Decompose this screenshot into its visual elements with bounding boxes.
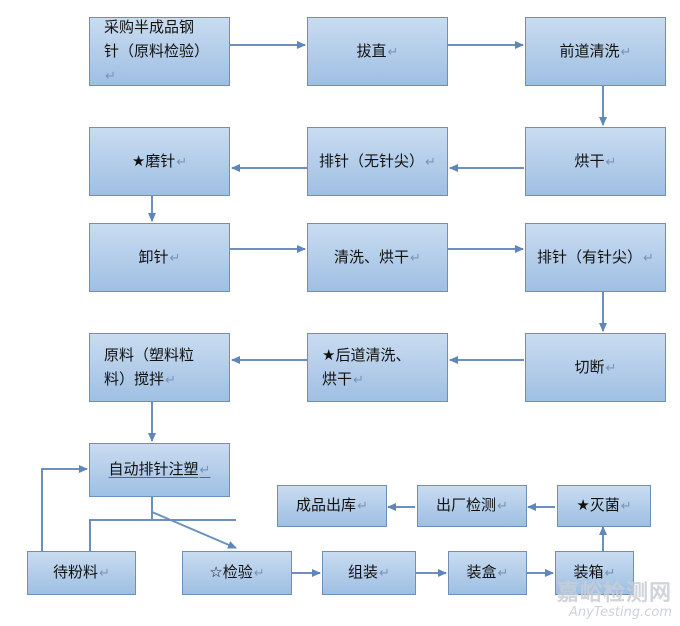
paragraph-mark: ↵ <box>604 566 616 581</box>
paragraph-mark: ↵ <box>165 372 176 388</box>
step-assemble: 组装↵ <box>322 551 416 595</box>
step-warehouse: 成品出库↵ <box>277 485 387 527</box>
paragraph-mark: ↵ <box>620 44 632 60</box>
step-auto-mold-label: 自动排针注塑↵ <box>108 460 211 478</box>
step-unload: 卸针↵ <box>89 223 230 292</box>
step-factory-check-label: 出厂检测↵ <box>436 496 508 514</box>
paragraph-mark: ↵ <box>620 499 632 514</box>
step-pre-clean: 前道清洗↵ <box>525 17 666 86</box>
step-inspect: ☆检验↵ <box>182 551 292 595</box>
arrow-automold-to-inspect <box>151 511 237 549</box>
paragraph-mark: ↵ <box>425 154 436 170</box>
step-box: 装盒↵ <box>448 551 527 595</box>
paragraph-mark: ↵ <box>253 566 265 581</box>
step-cut-label: 切断↵ <box>574 357 617 376</box>
arrow-regrind-loop <box>41 465 88 551</box>
step-arrange-tip: 排针（有针尖）↵ <box>525 223 666 292</box>
step-regrind-label: 待粉料↵ <box>53 563 110 581</box>
step-post-clean-label: ★后道清洗、 烘干↵ <box>322 345 411 388</box>
paragraph-mark: ↵ <box>176 154 188 170</box>
step-warehouse-label: 成品出库↵ <box>296 496 368 514</box>
step-carton: 装箱↵ <box>555 551 634 595</box>
step-arrange-no-tip-label: 排针（无针尖）↵ <box>319 151 436 170</box>
step-mix-label: 原料（塑料粒 料）搅拌↵ <box>104 345 195 388</box>
step-grind: ★磨针↵ <box>89 127 230 196</box>
step-dry-label: 烘干↵ <box>574 151 617 170</box>
step-mix: 原料（塑料粒 料）搅拌↵ <box>89 333 230 402</box>
step-purchase: 采购半成品钢 针（原料检验）↵ <box>89 17 230 86</box>
step-unload-label: 卸针↵ <box>138 247 181 266</box>
paragraph-mark: ↵ <box>497 566 509 581</box>
step-inspect-label: ☆检验↵ <box>209 563 265 581</box>
step-factory-check: 出厂检测↵ <box>417 485 527 527</box>
step-sterilize: ★灭菌↵ <box>557 485 651 527</box>
paragraph-mark: ↵ <box>105 68 116 84</box>
step-purchase-label: 采购半成品钢 针（原料检验）↵ <box>104 17 210 84</box>
paragraph-mark: ↵ <box>410 250 421 266</box>
paragraph-mark: ↵ <box>99 566 110 581</box>
paragraph-mark: ↵ <box>199 463 211 478</box>
paragraph-mark: ↵ <box>497 499 508 514</box>
step-grind-label: ★磨针↵ <box>131 151 188 170</box>
paragraph-mark: ↵ <box>643 250 654 266</box>
step-assemble-label: 组装↵ <box>348 563 390 581</box>
paragraph-mark: ↵ <box>605 360 617 376</box>
step-post-clean: ★后道清洗、 烘干↵ <box>307 333 448 402</box>
paragraph-mark: ↵ <box>357 499 368 514</box>
step-cut: 切断↵ <box>525 333 666 402</box>
connector-automold-to-regrind <box>89 519 152 551</box>
paragraph-mark: ↵ <box>379 566 390 581</box>
paragraph-mark: ↵ <box>387 44 399 60</box>
paragraph-mark: ↵ <box>169 250 181 266</box>
step-straighten-label: 拔直↵ <box>356 41 399 60</box>
step-clean-dry-label: 清洗、烘干↵ <box>334 247 421 266</box>
step-auto-mold: 自动排针注塑↵ <box>89 443 230 497</box>
paragraph-mark: ↵ <box>353 372 364 388</box>
step-arrange-no-tip: 排针（无针尖）↵ <box>307 127 448 196</box>
step-pre-clean-label: 前道清洗↵ <box>559 41 632 60</box>
step-regrind: 待粉料↵ <box>27 551 136 595</box>
paragraph-mark: ↵ <box>605 154 617 170</box>
step-dry: 烘干↵ <box>525 127 666 196</box>
step-clean-dry: 清洗、烘干↵ <box>307 223 448 292</box>
step-sterilize-label: ★灭菌↵ <box>576 496 632 514</box>
step-straighten: 拔直↵ <box>307 17 448 86</box>
step-arrange-tip-label: 排针（有针尖）↵ <box>537 247 654 266</box>
step-box-label: 装盒↵ <box>466 563 509 581</box>
step-carton-label: 装箱↵ <box>573 563 616 581</box>
